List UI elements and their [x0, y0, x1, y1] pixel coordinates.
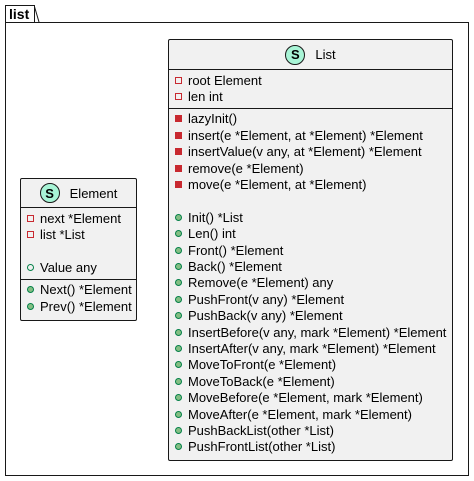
method-row: PushBack(v any) *Element [169, 307, 452, 323]
method-row: PushFrontList(other *List) [169, 439, 452, 455]
field-row: Value any [21, 259, 136, 275]
method-text: InsertAfter(v any, mark *Element) *Eleme… [188, 340, 436, 356]
method-text: Back() *Element [188, 258, 282, 274]
public-method-icon [175, 410, 182, 418]
method-row: MoveToBack(e *Element) [169, 373, 452, 389]
method-text: PushFrontList(other *List) [188, 439, 336, 455]
method-text: PushBackList(other *List) [188, 422, 334, 438]
public-method-icon [175, 230, 182, 238]
private-method-icon [175, 131, 182, 139]
method-row: remove(e *Element) [169, 160, 452, 176]
method-row: MoveBefore(e *Element, mark *Element) [169, 389, 452, 405]
method-text: insertValue(v any, at *Element) *Element [188, 144, 422, 160]
public-method-icon [175, 312, 182, 320]
private-method-icon [175, 181, 182, 189]
method-row: insert(e *Element, at *Element) *Element [169, 127, 452, 143]
element-class-name: Element [69, 185, 118, 201]
private-field-icon [175, 76, 182, 84]
public-method-icon [175, 246, 182, 254]
method-row: Back() *Element [169, 258, 452, 274]
field-text: root Element [188, 72, 262, 88]
public-method-icon [175, 394, 182, 402]
public-method-icon [175, 344, 182, 352]
public-method-icon [27, 302, 34, 310]
private-field-icon [175, 93, 182, 101]
method-row: InsertAfter(v any, mark *Element) *Eleme… [169, 340, 452, 356]
method-row: Prev() *Element [21, 298, 136, 314]
method-row: PushBackList(other *List) [169, 422, 452, 438]
method-row: move(e *Element, at *Element) [169, 176, 452, 192]
private-method-icon [175, 148, 182, 156]
public-method-icon [175, 328, 182, 336]
list-class-name: List [315, 47, 336, 62]
method-row: insertValue(v any, at *Element) *Element [169, 144, 452, 160]
method-row: Len() int [169, 226, 452, 242]
package-frame [5, 22, 469, 476]
field-row: root Element [169, 72, 452, 88]
private-method-icon [175, 164, 182, 172]
field-text: list *List [40, 227, 85, 243]
method-row: MoveToFront(e *Element) [169, 357, 452, 373]
field-row: next *Element [21, 210, 136, 226]
public-method-icon [175, 262, 182, 270]
field-text: next *Element [40, 210, 121, 226]
member-spacer [21, 243, 136, 259]
public-method-icon [175, 279, 182, 287]
public-method-icon [175, 361, 182, 369]
method-row: InsertBefore(v any, mark *Element) *Elem… [169, 324, 452, 340]
private-method-icon [175, 115, 182, 123]
method-text: Init() *List [188, 209, 243, 225]
method-row: PushFront(v any) *Element [169, 291, 452, 307]
method-row: Front() *Element [169, 242, 452, 258]
member-spacer [169, 193, 452, 209]
method-text: Len() int [188, 226, 236, 242]
method-text: PushBack(v any) *Element [188, 308, 343, 324]
public-method-icon [175, 213, 182, 221]
package-name: list [9, 6, 30, 22]
public-method-icon [175, 377, 182, 385]
method-row: Next() *Element [21, 282, 136, 298]
public-method-icon [175, 295, 182, 303]
method-text: Prev() *Element [40, 298, 132, 314]
method-text: InsertBefore(v any, mark *Element) *Elem… [188, 324, 447, 340]
private-field-icon [27, 214, 34, 222]
list-methods: lazyInit()insert(e *Element, at *Element… [169, 109, 452, 458]
field-text: Value any [40, 259, 97, 275]
public-method-icon [175, 426, 182, 434]
package-tab-corner [34, 5, 40, 23]
private-field-icon [27, 231, 34, 239]
method-text: MoveBefore(e *Element, mark *Element) [188, 390, 423, 406]
struct-stereotype-icon: S [39, 183, 60, 203]
package-tab: list [5, 5, 35, 23]
method-text: lazyInit() [188, 111, 238, 127]
public-field-icon [27, 263, 34, 271]
public-method-icon [175, 443, 182, 451]
method-text: MoveAfter(e *Element, mark *Element) [188, 406, 412, 422]
method-text: PushFront(v any) *Element [188, 291, 345, 307]
public-method-icon [27, 286, 34, 294]
method-text: MoveToFront(e *Element) [188, 357, 337, 373]
method-text: Remove(e *Element) any [188, 275, 334, 291]
element-class-header: S Element [21, 179, 136, 208]
method-text: remove(e *Element) [188, 160, 304, 176]
field-row: len int [169, 88, 452, 104]
struct-stereotype-icon: S [285, 44, 306, 65]
method-text: Next() *Element [40, 282, 132, 298]
method-row: Init() *List [169, 209, 452, 225]
method-row: lazyInit() [169, 111, 452, 127]
method-row: Remove(e *Element) any [169, 275, 452, 291]
method-text: MoveToBack(e *Element) [188, 373, 335, 389]
field-row: list *List [21, 226, 136, 242]
method-text: insert(e *Element, at *Element) *Element [188, 127, 423, 143]
method-text: move(e *Element, at *Element) [188, 177, 367, 193]
list-class-header: S List [169, 40, 452, 70]
method-row: MoveAfter(e *Element, mark *Element) [169, 406, 452, 422]
field-text: len int [188, 89, 223, 105]
method-text: Front() *Element [188, 242, 284, 258]
